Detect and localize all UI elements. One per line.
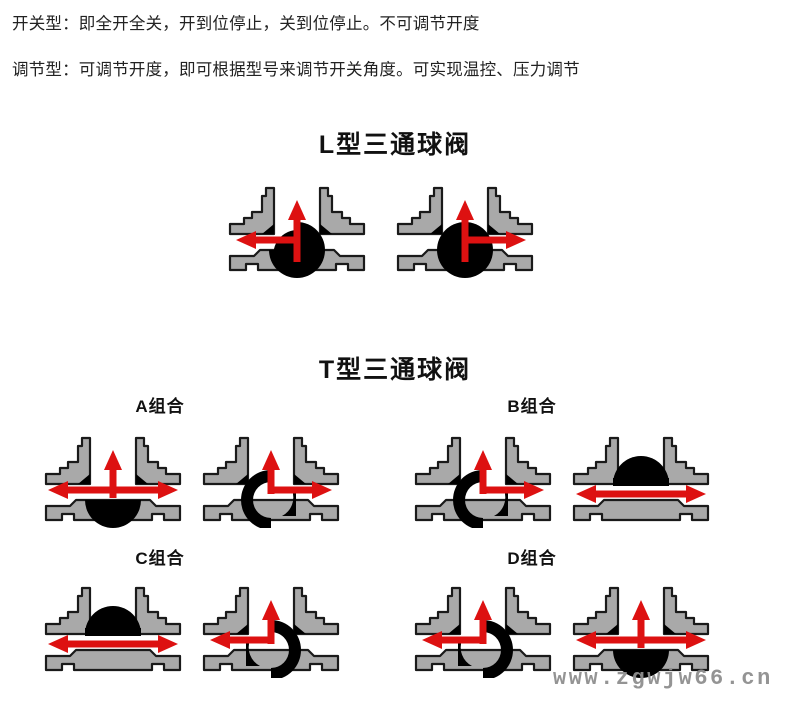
site-watermark: www.zgwjw66.cn xyxy=(553,666,773,691)
valve-figure-c2 xyxy=(196,578,346,678)
group-label-b: B组合 xyxy=(507,397,557,416)
valve-figure-b1 xyxy=(408,428,558,528)
valve-body-b2 xyxy=(572,436,710,522)
valve-figure-a2 xyxy=(196,428,346,528)
intro-line-switch-type: 开关型：即全开全关，开到位停止，关到位停止。不可调节开度 xyxy=(12,15,480,33)
valve-ball-d1 xyxy=(458,620,513,678)
valve-ball-c1 xyxy=(85,606,141,634)
valve-body-c2 xyxy=(202,586,340,672)
flow-arrows-d2 xyxy=(576,600,706,649)
valve-ball-b1 xyxy=(453,470,508,528)
valve-ball-a1 xyxy=(85,500,141,528)
flow-arrows-a1 xyxy=(48,450,178,499)
valve-ball-c2 xyxy=(246,620,301,678)
group-label-d: D组合 xyxy=(507,549,557,568)
group-label-c: C组合 xyxy=(135,549,185,568)
flow-arrows-c1 xyxy=(48,635,178,653)
flow-arrows-b1 xyxy=(474,450,544,499)
flow-arrows-l2 xyxy=(456,200,526,262)
valve-body-b1 xyxy=(414,436,552,522)
valve-body-c1 xyxy=(44,586,182,672)
flow-arrows-c2 xyxy=(210,600,280,649)
valve-ball-a2 xyxy=(241,470,296,528)
valve-figure-b2 xyxy=(566,428,716,528)
flow-arrows-b2 xyxy=(576,485,706,503)
intro-line-regulating-type: 调节型：可调节开度，即可根据型号来调节开关角度。可实现温控、压力调节 xyxy=(12,61,580,79)
valve-ball-d2 xyxy=(613,650,669,678)
valve-figure-c1 xyxy=(38,578,188,678)
section-title-l-type: L型三通球阀 xyxy=(318,131,472,159)
valve-figure-l2 xyxy=(390,178,540,278)
valve-figure-d1 xyxy=(408,578,558,678)
valve-body-a2 xyxy=(202,436,340,522)
group-label-a: A组合 xyxy=(135,397,185,416)
section-title-t-type: T型三通球阀 xyxy=(318,356,472,384)
flow-arrows-a2 xyxy=(262,450,332,499)
flow-arrows-l1 xyxy=(236,200,306,262)
valve-ball-b2 xyxy=(613,456,669,484)
valve-body-d2 xyxy=(572,586,710,672)
flow-arrows-d1 xyxy=(422,600,492,649)
valve-figure-a1 xyxy=(38,428,188,528)
valve-figure-d2 xyxy=(566,578,716,678)
valve-figure-l1 xyxy=(222,178,372,278)
